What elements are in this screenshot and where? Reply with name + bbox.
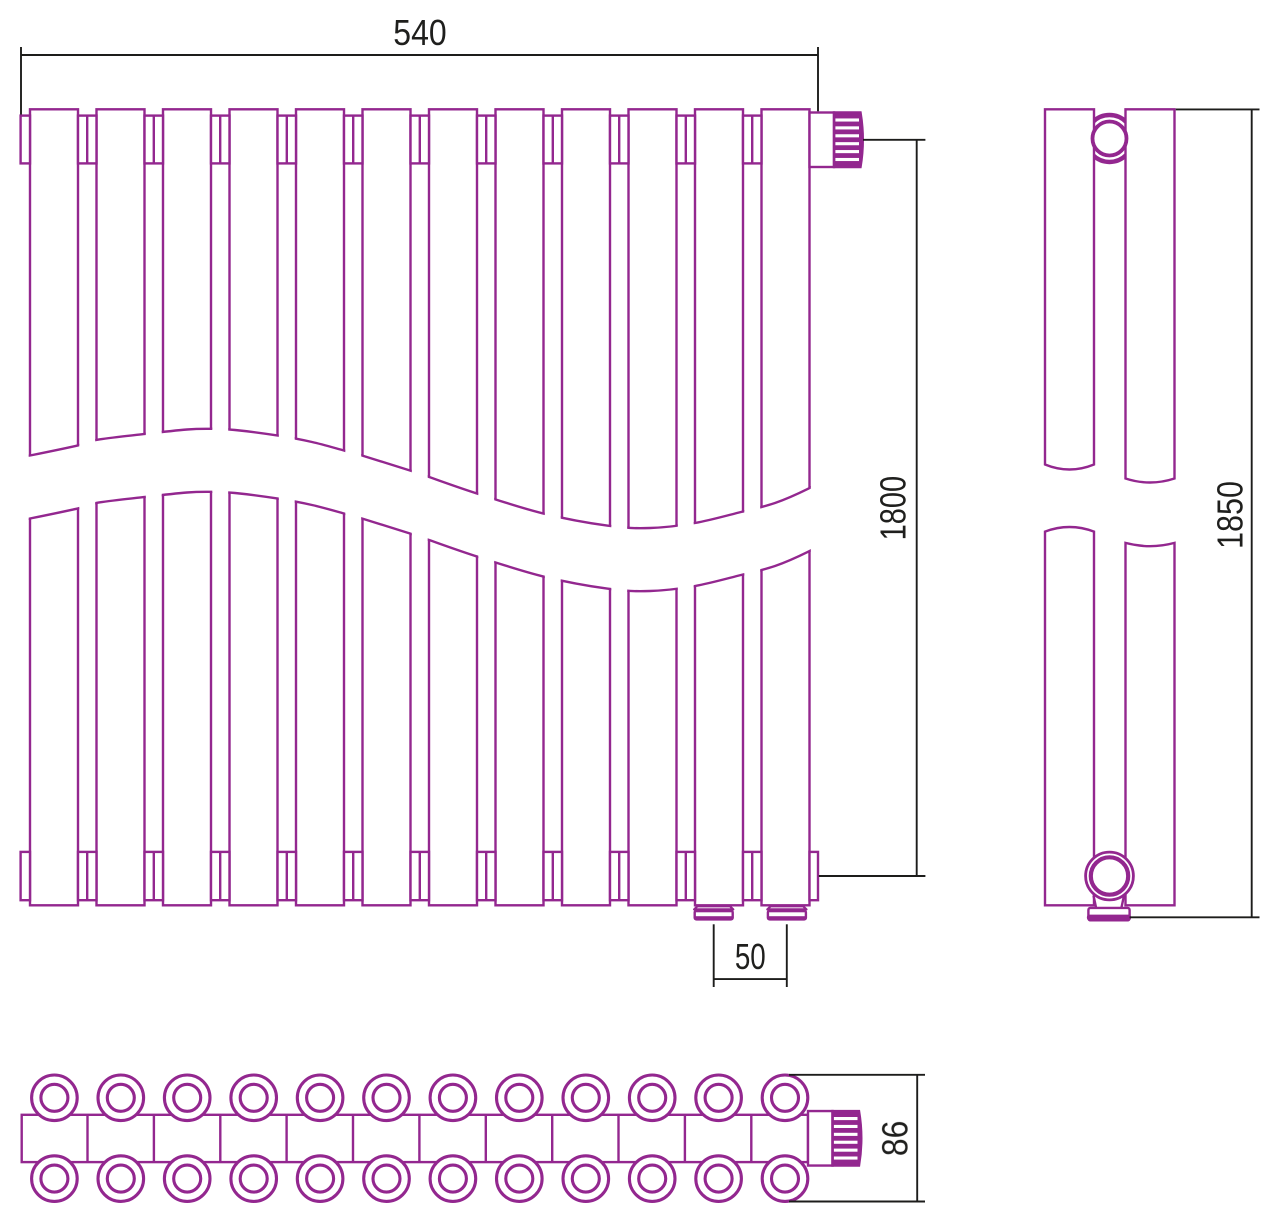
svg-text:50: 50 <box>735 936 766 977</box>
svg-text:540: 540 <box>393 12 446 53</box>
svg-text:86: 86 <box>874 1121 915 1157</box>
svg-text:1800: 1800 <box>873 476 914 541</box>
svg-text:1850: 1850 <box>1210 481 1251 549</box>
